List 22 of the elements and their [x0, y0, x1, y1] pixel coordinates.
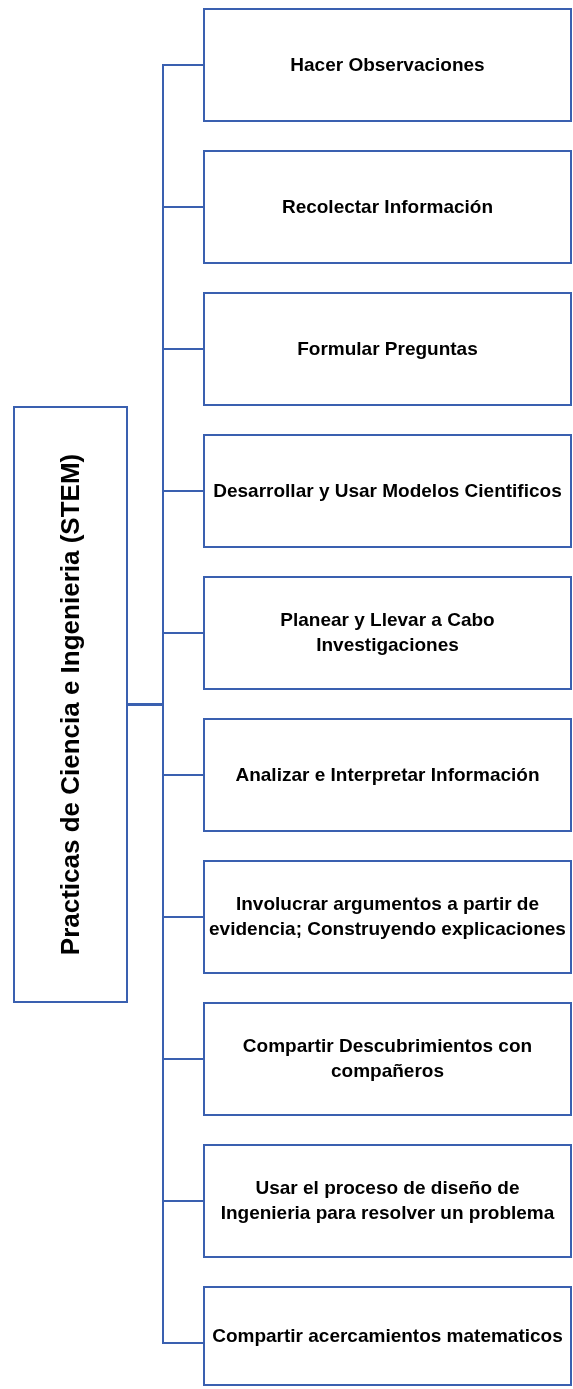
category-title: Practicas de Ciencia e Ingenieria (STEM) — [54, 452, 86, 958]
practice-label: Hacer Observaciones — [290, 52, 485, 77]
practice-label: Desarrollar y Usar Modelos Cientificos — [213, 478, 562, 503]
practice-label: Involucrar argumentos a partir de evidencia; Construyendo explicaciones — [209, 892, 566, 941]
practice-label: Usar el proceso de diseño de Ingenieria para resolver un problema — [219, 1176, 556, 1225]
practice-box — [203, 150, 572, 264]
practice-box — [203, 1002, 572, 1116]
practice-box — [203, 576, 572, 690]
practice-box — [203, 718, 572, 832]
practice-label: Planear y Llevar a Cabo Investigaciones — [279, 608, 496, 657]
practice-label: Compartir acercamientos matematicos — [212, 1323, 563, 1348]
practice-box — [203, 8, 572, 122]
practice-box — [203, 292, 572, 406]
category-box — [13, 406, 128, 1003]
practice-label: Compartir Descubrimientos con compañeros — [241, 1034, 534, 1083]
practice-label: Analizar e Interpretar Información — [235, 762, 540, 787]
practice-box — [203, 434, 572, 548]
practice-box — [203, 1286, 572, 1386]
practice-box — [203, 1144, 572, 1258]
practice-label: Formular Preguntas — [297, 336, 478, 361]
practice-box — [203, 860, 572, 974]
practice-label: Recolectar Información — [281, 194, 494, 219]
